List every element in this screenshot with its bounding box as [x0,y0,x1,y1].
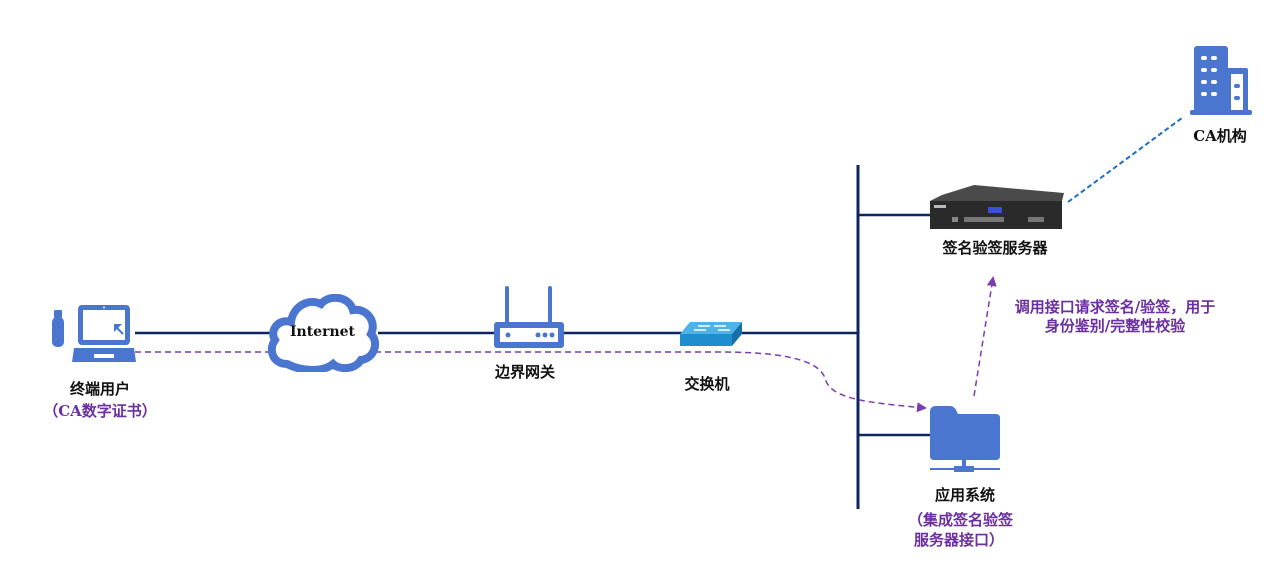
ca-node[interactable] [1188,44,1254,118]
flow-app-to-server [973,276,997,397]
app-system-node[interactable] [928,404,1002,478]
app-system-sublabel-line2: 服务器接口） [914,531,1005,549]
switch-label: 交换机 [684,375,730,393]
app-system-sublabel: （集成签名验签 服务器接口） [908,510,1038,550]
end-user-label: 终端用户 [69,380,130,398]
gateway-node[interactable] [490,284,568,350]
app-system-label: 应用系统 [934,486,995,504]
gateway-label: 边界网关 [494,363,555,381]
switch-node[interactable] [678,320,744,348]
rack-server-icon [930,185,1064,229]
api-call-annotation-line1: 调用接口请求签名/验签，用于 [1014,298,1216,316]
link-server-ca [1067,117,1183,203]
app-system-sublabel-line1: （集成签名验签 [908,511,1014,529]
end-user-sublabel: （CA数字证书） [43,402,157,420]
flow-user-to-app [135,351,927,413]
end-user-node[interactable] [48,302,140,366]
api-call-annotation: 调用接口请求签名/验签，用于 身份鉴别/完整性校验 [1000,298,1230,336]
cloud-icon [267,293,380,374]
api-call-annotation-line2: 身份鉴别/完整性校验 [1044,317,1186,335]
sign-server-node[interactable] [928,183,1064,231]
router-icon [494,286,564,348]
ca-label: CA机构 [1193,127,1247,145]
internet-node[interactable]: Internet [265,293,380,374]
networked-folder-icon [930,406,1000,472]
sign-server-label: 签名验签服务器 [942,239,1048,257]
switch-icon [680,322,742,346]
building-icon [1190,46,1252,115]
internet-label: Internet [289,324,356,340]
laptop-with-usb-key-icon [52,305,136,362]
